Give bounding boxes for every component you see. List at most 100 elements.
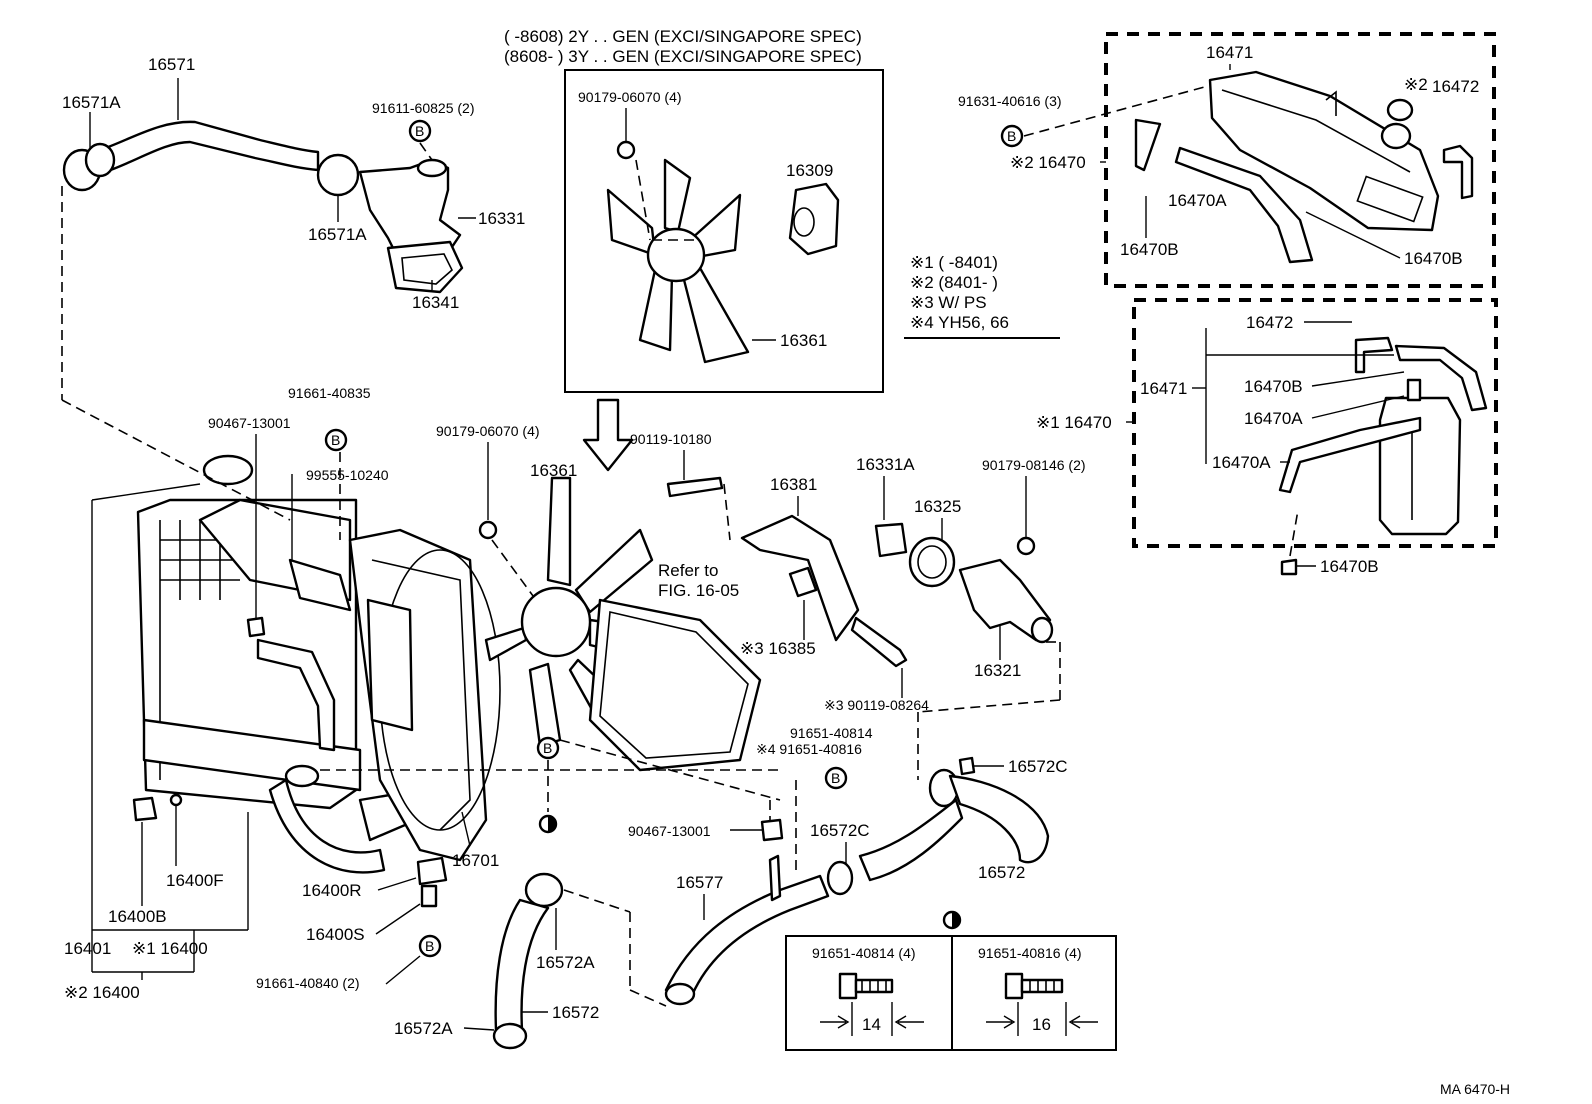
outlet-neck xyxy=(416,158,448,178)
note-4: ※4 YH56, 66 xyxy=(910,313,1009,332)
label-16571A-bottom: 16571A xyxy=(308,225,367,244)
label-91631-40616: 91631-40616 (3) xyxy=(958,93,1062,109)
spec-line-2: (8608- ) 3Y . . GEN (EXCI/SINGAPORE SPEC… xyxy=(504,47,862,66)
clamp-16572C-right xyxy=(958,756,976,776)
cushion-16400R xyxy=(416,856,448,886)
label-91611-60825: 91611-60825 (2) xyxy=(372,100,474,116)
clamp-16572A-top xyxy=(524,872,564,908)
note-1: ※1 ( -8401) xyxy=(910,253,998,272)
refer-line-2: FIG. 16-05 xyxy=(658,581,739,600)
note-2: ※2 (8401- ) xyxy=(910,273,998,292)
label-16401: 16401 xyxy=(64,939,111,958)
reserve-tank-box-2 xyxy=(1104,32,1496,288)
svg-text:B: B xyxy=(543,740,552,756)
overflow-pipe xyxy=(256,638,336,752)
label-16470-1: ※1 16470 xyxy=(1036,413,1112,432)
label-91661-40835: 91661-40835 xyxy=(288,385,371,401)
clamp-90467-top xyxy=(246,616,266,638)
label-99555-10240: 99555-10240 xyxy=(306,467,389,483)
upper-hose xyxy=(98,120,320,174)
hose-clamp-right xyxy=(316,153,360,197)
drawing-code: MA 6470-H xyxy=(1440,1081,1510,1097)
spec-line-1: ( -8608) 2Y . . GEN (EXCI/SINGAPORE SPEC… xyxy=(504,27,862,46)
label-16400B: 16400B xyxy=(108,907,167,926)
bracket-16381 xyxy=(740,514,860,642)
label-90119-08264: ※3 90119-08264 xyxy=(824,697,929,713)
label-91661-40840: 91661-40840 (2) xyxy=(256,975,360,991)
label-90467-13001-top: 90467-13001 xyxy=(208,415,291,431)
callout-b-3 xyxy=(324,428,348,452)
hose-16572-right xyxy=(948,774,1050,864)
label-91651-40814: 91651-40814 xyxy=(790,725,873,741)
label-16572-bottom: 16572 xyxy=(552,1003,599,1022)
label-16331A: 16331A xyxy=(856,455,915,474)
svg-text:B: B xyxy=(425,938,434,954)
fan-shroud xyxy=(348,528,501,862)
bolt-90119-08264 xyxy=(850,616,908,668)
label-16577: 16577 xyxy=(676,873,723,892)
label-16385: ※3 16385 xyxy=(740,639,816,658)
drain-cock-16400B xyxy=(132,796,158,822)
bolt2-title: 91651-40816 (4) xyxy=(978,945,1082,961)
label-16471-top: 16471 xyxy=(1206,43,1253,62)
spacer-16385 xyxy=(788,566,818,598)
callout-b-4 xyxy=(824,766,848,790)
svg-text:B: B xyxy=(831,770,840,786)
label-16470B-top-right: 16470B xyxy=(1404,249,1463,268)
label-16572A-mid: 16572A xyxy=(536,953,595,972)
fan-inset xyxy=(606,158,750,364)
label-16472-mid: 16472 xyxy=(1246,313,1293,332)
label-16361-inset: 16361 xyxy=(780,331,827,350)
callout-b-1 xyxy=(408,119,432,143)
label-90179-06070-main: 90179-06070 (4) xyxy=(436,423,540,439)
label-16470B-top-left: 16470B xyxy=(1120,240,1179,259)
label-16470-2: ※2 16470 xyxy=(1010,153,1086,172)
label-16470B-mid: 16470B xyxy=(1244,377,1303,396)
hose-end-left xyxy=(84,142,116,178)
clamp-16572A-bottom xyxy=(492,1022,528,1050)
label-16400F: 16400F xyxy=(166,871,224,890)
upper-radiator-hose-group xyxy=(62,120,464,294)
label-16470B-bottom: 16470B xyxy=(1320,557,1379,576)
cooling-fan xyxy=(484,476,762,772)
fan-belt xyxy=(588,598,762,772)
fan-nut-main xyxy=(478,520,498,540)
label-90119-10180: 90119-10180 xyxy=(630,431,712,447)
label-16572C-right: 16572C xyxy=(1008,757,1068,776)
label-16361-main: 16361 xyxy=(530,461,577,480)
hose-16577 xyxy=(664,874,830,1002)
label-90179-08146: 90179-08146 (2) xyxy=(982,457,1086,473)
reserve-tank-2 xyxy=(1134,70,1474,264)
lower-outlet xyxy=(268,778,386,874)
label-16572A-bottom: 16572A xyxy=(394,1019,453,1038)
inset-arrow xyxy=(582,398,634,472)
label-16331: 16331 xyxy=(478,209,525,228)
outlet-16331A xyxy=(874,522,908,558)
clamp-16572C-mid xyxy=(826,860,854,896)
label-16309: 16309 xyxy=(786,161,833,180)
callout-b-2 xyxy=(1000,124,1024,148)
svg-text:B: B xyxy=(415,123,424,139)
note-3: ※3 W/ PS xyxy=(910,293,987,312)
radiator-cap xyxy=(202,454,254,486)
fan-nut-inset xyxy=(616,140,636,160)
drain-plug-16400F xyxy=(169,793,183,807)
bolt1-title: 91651-40814 (4) xyxy=(812,945,916,961)
bolt2-icon xyxy=(1004,972,1064,1000)
label-16341: 16341 xyxy=(412,293,459,312)
label-90179-06070-inset: 90179-06070 (4) xyxy=(578,89,682,105)
label-16470A-mid-2: 16470A xyxy=(1212,453,1271,472)
label-91651-40816: ※4 91651-40816 xyxy=(756,741,862,757)
label-16470A-mid-1: 16470A xyxy=(1244,409,1303,428)
label-16400R: 16400R xyxy=(302,881,362,900)
fan-inset-box xyxy=(564,69,884,393)
thermostat-16325 xyxy=(908,536,956,588)
label-16572C-mid: 16572C xyxy=(810,821,870,840)
mark-2-16472: ※2 xyxy=(1404,75,1428,94)
clamp-90467-bottom xyxy=(760,818,784,842)
svg-text:B: B xyxy=(331,432,340,448)
callout-b-5 xyxy=(418,934,442,958)
label-16400-1: ※1 16400 xyxy=(132,939,208,958)
clip-16470B xyxy=(1280,558,1298,576)
